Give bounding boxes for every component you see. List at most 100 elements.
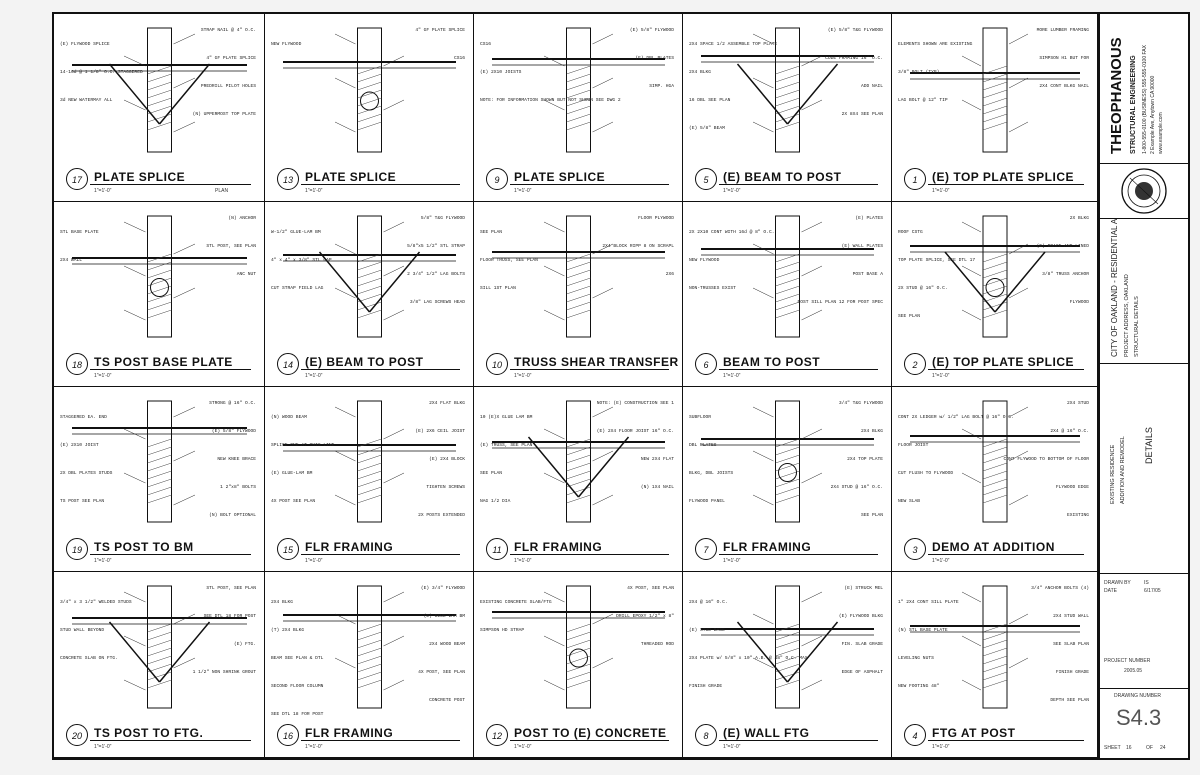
title-underline	[90, 369, 251, 371]
detail-title: BEAM TO POST	[723, 355, 821, 369]
detail-note: STL POST, SEE PLAN	[206, 244, 256, 249]
detail-note: (N) BOLT OPTIONAL	[209, 513, 256, 518]
detail-title: (E) TOP PLATE SPLICE	[932, 355, 1075, 369]
detail-note: POST BASE A	[852, 272, 883, 277]
detail-scale: 1"=1'-0"	[932, 188, 950, 194]
title-underline	[928, 554, 1084, 556]
detail-title: (E) BEAM TO POST	[723, 170, 842, 184]
detail-note: NOTE: FOR INFORMATION SHOWN BUT NOT SHOW…	[480, 98, 621, 103]
detail-drawing	[72, 400, 247, 523]
detail-number: 20	[66, 724, 88, 746]
drawing-number-value: S4.3	[1116, 705, 1162, 730]
detail-note: SIMP. HGA	[649, 84, 674, 89]
detail-view-label: PLAN	[215, 188, 229, 194]
detail-drawing	[701, 27, 874, 153]
detail-note: FIN. SLAB GRADE	[841, 642, 883, 647]
detail-note: DEPTH SEE PLAN	[1050, 698, 1089, 703]
detail-title: FTG AT POST	[932, 726, 1016, 740]
detail-title: PLATE SPLICE	[305, 170, 397, 184]
title-underline	[719, 184, 878, 186]
of-value: 24	[1160, 745, 1166, 751]
detail-note: FLOOR TRUSS, SEE PLAN	[480, 258, 538, 263]
title-underline	[90, 740, 251, 742]
detail-note: NEW 2X4 FLAT	[640, 457, 674, 462]
detail-note: 3/8" BOLT (TYP)	[898, 70, 940, 75]
detail-number: 19	[66, 538, 88, 560]
detail-drawing	[910, 400, 1080, 523]
detail-note: TOP PLATE SPLICE, SEE DTL 17	[898, 258, 976, 263]
engineer-stamp-seal	[1121, 168, 1167, 214]
detail-drawing	[492, 585, 665, 709]
detail-note: (E) FTG.	[233, 642, 256, 647]
detail-scale: 1"=1'-0"	[94, 558, 112, 564]
detail-note: ELEMENTS SHOWN ARE EXISTING	[898, 42, 973, 47]
detail-drawing	[492, 215, 665, 338]
detail-title: FLR FRAMING	[514, 540, 603, 554]
detail-drawing	[701, 400, 874, 523]
detail-note: FINISH GRADE	[1055, 670, 1089, 675]
detail-note: POST SILL PLAN 12 FOR POST SPEC	[797, 300, 883, 305]
detail-scale: 1"=1'-0"	[932, 373, 950, 379]
detail-note: MORE LUMBER FRAMING	[1036, 28, 1089, 33]
sheet-label: SHEET	[1104, 745, 1121, 751]
detail-title: POST TO (E) CONCRETE	[514, 726, 667, 740]
client-line-1: EXISTING RESIDENCE	[1110, 444, 1116, 504]
detail-note: 4" x 4" x 3/8" STL CAP	[271, 258, 332, 263]
title-underline	[928, 740, 1084, 742]
detail-note: 3/8" TRUSS ANCHOR	[1042, 272, 1089, 277]
detail-note: SEE PLAN	[898, 314, 921, 319]
detail-drawing	[910, 585, 1080, 709]
detail-note: LEVELING NUTS	[898, 656, 934, 661]
detail-note: (E) 5/8" FLYWOOD	[211, 429, 256, 434]
detail-note: 16 DBL SEE PLAN	[689, 98, 731, 103]
title-underline	[510, 740, 669, 742]
detail-number: 2	[904, 353, 926, 375]
detail-note: 1 1/2" NON SHRINK GROUT	[192, 670, 256, 675]
detail-note: ADD NAIL	[860, 84, 883, 89]
drawn-value: IS	[1144, 580, 1149, 586]
detail-note: 3/4" ANCHOR BOLTS (4)	[1031, 586, 1089, 591]
detail-note: 4" GF PLATE SPLICE	[415, 28, 465, 33]
detail-note: (E) 2X4 FLOOR JOIST 16" O.C.	[596, 429, 674, 434]
detail-note: PREDRILL PILOT HOLES	[200, 84, 256, 89]
detail-note: 1 2"x8" BOLTS	[220, 485, 256, 490]
detail-cell: 3/4" ANCHOR BOLTS (4)1" 2X4 CONT SILL PL…	[892, 572, 1098, 758]
title-underline	[90, 554, 251, 556]
detail-note: (N) UPPERMOST TOP PLATE	[192, 112, 256, 117]
detail-scale: 1"=1'-0"	[305, 188, 323, 194]
firm-subtitle: STRUCTURAL ENGINEERING	[1130, 55, 1137, 154]
client-line-2: ADDITION AND REMODEL	[1120, 436, 1126, 504]
detail-note: 2X 2X10 CONT WITH 16d @ 8" O.C.	[689, 230, 775, 235]
detail-note: (E) STUD BASE	[689, 628, 725, 633]
detail-note: THREADED ROD	[640, 642, 674, 647]
detail-title: (E) WALL FTG	[723, 726, 810, 740]
title-underline	[510, 369, 669, 371]
detail-note: SILL 1ST PLAN	[480, 286, 516, 291]
detail-note: 4X POST, SEE PLAN	[627, 586, 674, 591]
detail-note: (N) WOOD BEAM	[271, 415, 307, 420]
date-label: DATE	[1104, 588, 1117, 594]
detail-note: 2X 8X4 SEE PLAN	[841, 112, 883, 117]
detail-note: FINISH GRADE	[689, 684, 723, 689]
sheet-title: DETAILS	[1144, 427, 1154, 464]
title-underline	[719, 369, 878, 371]
detail-note: (E) BRACE AND LINED	[1036, 244, 1089, 249]
detail-note: FLYWOOD EDGE	[1055, 485, 1089, 490]
detail-note: SEE DTL 18 FOR POST	[203, 614, 256, 619]
detail-note: 3/4" x 3 1/2" WELDED STUDS	[60, 600, 132, 605]
title-underline	[928, 369, 1084, 371]
project-name: CITY OF OAKLAND - RESIDENTIAL ADDITION	[1110, 219, 1119, 357]
detail-number: 17	[66, 168, 88, 190]
detail-drawing	[283, 215, 456, 338]
detail-note: SECOND FLOOR COLUMN	[271, 684, 324, 689]
detail-note: BLKG, DBL JOISTS	[689, 471, 734, 476]
detail-note: (E) PLATES	[855, 216, 883, 221]
detail-note: CONT FLYWOOD TO BOTTOM OF FLOOR	[1003, 457, 1089, 462]
